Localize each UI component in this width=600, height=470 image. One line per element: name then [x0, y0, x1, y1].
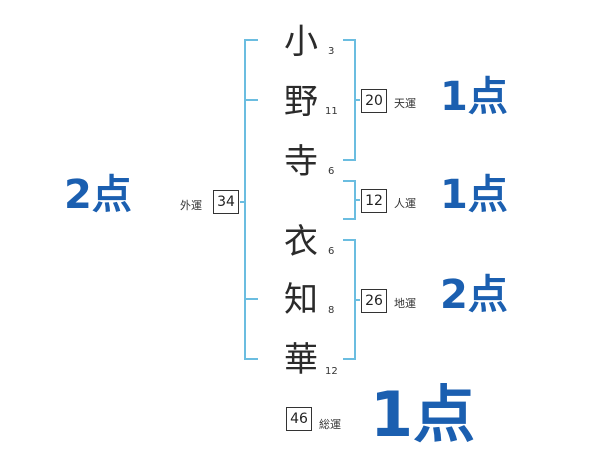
stroke-count-4: 6: [328, 246, 335, 257]
chi-value-box: 26: [361, 289, 387, 313]
so-value-box: 46: [286, 407, 312, 431]
outer-bracket: [244, 39, 258, 360]
ten-bracket: [343, 39, 356, 161]
stroke-count-5: 8: [328, 305, 335, 316]
stroke-count-6: 12: [325, 366, 338, 377]
name-char-5: 知: [284, 280, 318, 320]
jin-value-box: 12: [361, 189, 387, 213]
gai-value-box: 34: [213, 190, 239, 214]
jin-label: 人運: [394, 197, 416, 210]
name-char-6: 華: [284, 340, 318, 380]
stroke-count-3: 6: [328, 166, 335, 177]
chi-score: 2点: [440, 272, 508, 318]
stroke-count-2: 11: [325, 106, 338, 117]
name-char-4: 衣: [284, 222, 318, 262]
gai-label: 外運: [180, 199, 202, 212]
ten-value-box: 20: [361, 89, 387, 113]
so-label: 総運: [319, 418, 341, 431]
so-score: 1点: [370, 378, 476, 451]
name-char-1: 小: [284, 22, 318, 62]
chi-label: 地運: [394, 297, 416, 310]
jin-score: 1点: [440, 172, 508, 218]
name-char-2: 野: [284, 82, 318, 122]
name-char-3: 寺: [284, 142, 318, 182]
stroke-count-1: 3: [328, 46, 335, 57]
chi-bracket: [343, 239, 356, 360]
jin-bracket: [343, 180, 356, 220]
ten-score: 1点: [440, 74, 508, 120]
ten-label: 天運: [394, 97, 416, 110]
gai-score: 2点: [64, 172, 132, 218]
